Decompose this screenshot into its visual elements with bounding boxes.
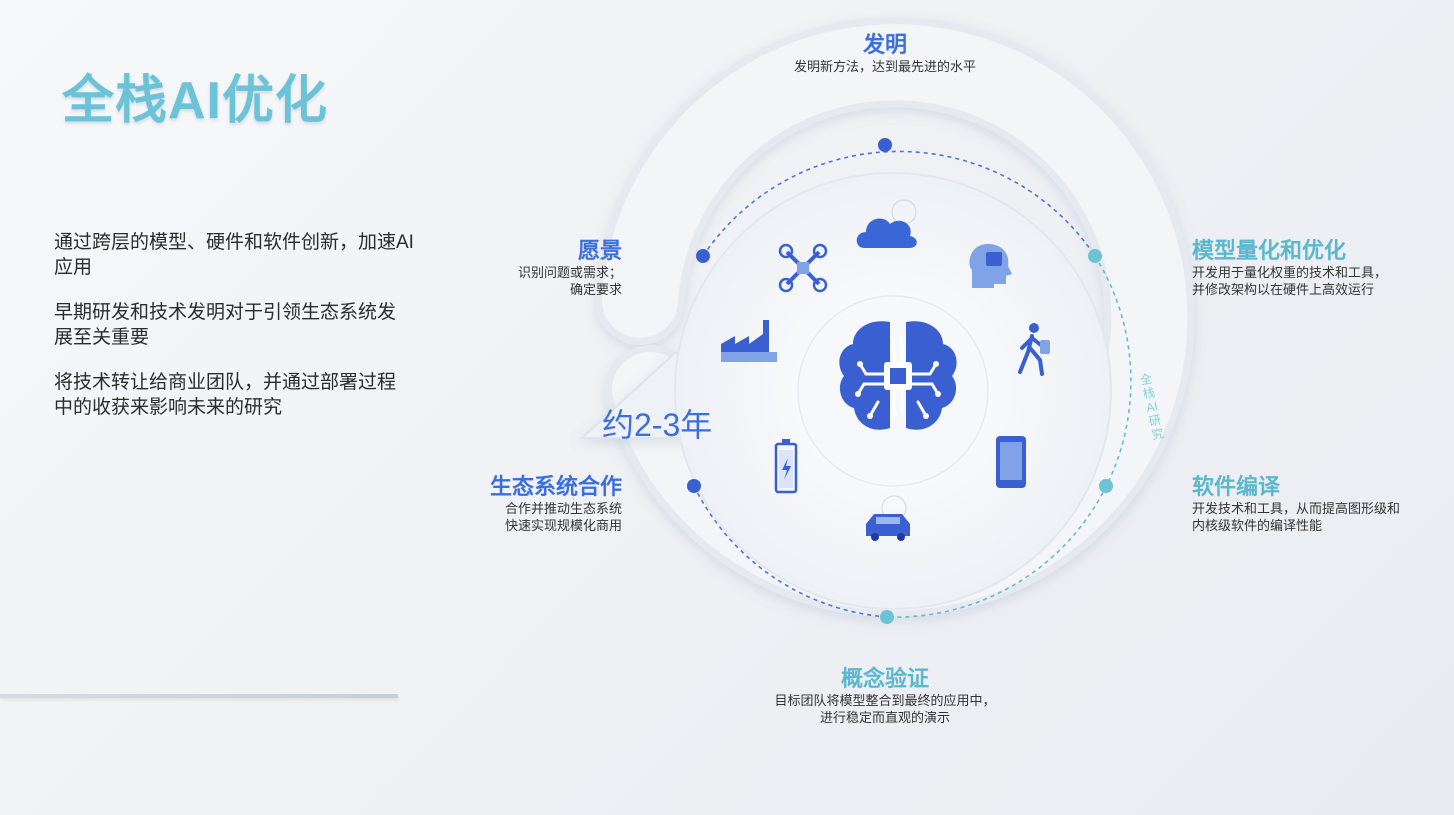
cloud-icon	[856, 199, 917, 248]
stage-quantization-desc-2: 并修改架构以在硬件上高效运行	[1192, 282, 1375, 297]
phone-icon	[996, 436, 1026, 488]
paragraph-2: 早期研发和技术发明对于引领生态系统发展至关重要	[54, 302, 397, 348]
factory-icon	[721, 320, 777, 362]
cycle-duration-label: 约2-3年	[602, 407, 713, 443]
divider	[0, 694, 398, 698]
paragraph-3: 将技术转让给商业团队，并通过部署过程中的收获来影响未来的研究	[54, 372, 397, 418]
stage-ecosystem: 生态系统合作 合作并推动生态系统 快速实现规模化商用	[430, 474, 622, 534]
stage-compiler: 软件编译 开发技术和工具，从而提高图形级和 内核级软件的编译性能	[1192, 474, 1442, 534]
node-quantization	[1088, 249, 1102, 263]
stage-compiler-title: 软件编译	[1192, 474, 1281, 499]
brain-chip-icon	[839, 321, 957, 430]
stage-compiler-desc-1: 开发技术和工具，从而提高图形级和	[1192, 501, 1401, 516]
node-ecosystem	[687, 479, 701, 493]
stage-vision-title: 愿景	[577, 238, 622, 263]
node-invention	[878, 138, 892, 152]
drone-icon	[778, 243, 828, 293]
stage-ecosystem-desc-1: 合作并推动生态系统	[504, 501, 622, 516]
car-icon	[866, 495, 910, 541]
stage-vision-desc-2: 确定要求	[569, 282, 622, 297]
stage-poc-title: 概念验证	[840, 666, 929, 691]
node-poc	[880, 610, 894, 624]
stage-quantization-title: 模型量化和优化	[1192, 238, 1347, 263]
node-vision	[696, 249, 710, 263]
stage-poc-desc-2: 进行稳定而直观的演示	[819, 710, 950, 725]
stage-ecosystem-title: 生态系统合作	[489, 474, 622, 499]
stage-quantization-desc-1: 开发用于量化权重的技术和工具，	[1192, 265, 1388, 280]
intro-text: 通过跨层的模型、硬件和软件创新，加速AI应用 早期研发和技术发明对于引领生态系统…	[54, 230, 414, 440]
node-compiler	[1099, 479, 1113, 493]
stage-invention-desc: 发明新方法，达到最先进的水平	[793, 59, 976, 74]
paragraph-1: 通过跨层的模型、硬件和软件创新，加速AI应用	[54, 232, 414, 278]
page-title: 全栈AI优化	[62, 72, 329, 130]
head-icon	[969, 244, 1012, 288]
walking-person-icon	[1018, 323, 1050, 376]
stage-invention: 发明 发明新方法，达到最先进的水平	[760, 32, 1010, 75]
battery-icon	[774, 439, 798, 494]
orbit-dashed-blue-lower	[693, 485, 888, 618]
orbit-dashed-cyan	[886, 255, 1132, 618]
orbit-dashed-blue	[702, 150, 1096, 257]
stage-quantization: 模型量化和优化 开发用于量化权重的技术和工具， 并修改架构以在硬件上高效运行	[1192, 238, 1432, 298]
stage-compiler-desc-2: 内核级软件的编译性能	[1192, 518, 1323, 533]
stage-poc: 概念验证 目标团队将模型整合到最终的应用中， 进行稳定而直观的演示	[740, 666, 1030, 726]
stage-ecosystem-desc-2: 快速实现规模化商用	[504, 518, 622, 533]
stage-vision-desc-1: 识别问题或需求；	[517, 265, 622, 280]
stage-invention-title: 发明	[862, 32, 907, 57]
stage-poc-desc-1: 目标团队将模型整合到最终的应用中，	[774, 693, 996, 708]
stage-vision: 愿景 识别问题或需求； 确定要求	[470, 238, 622, 298]
